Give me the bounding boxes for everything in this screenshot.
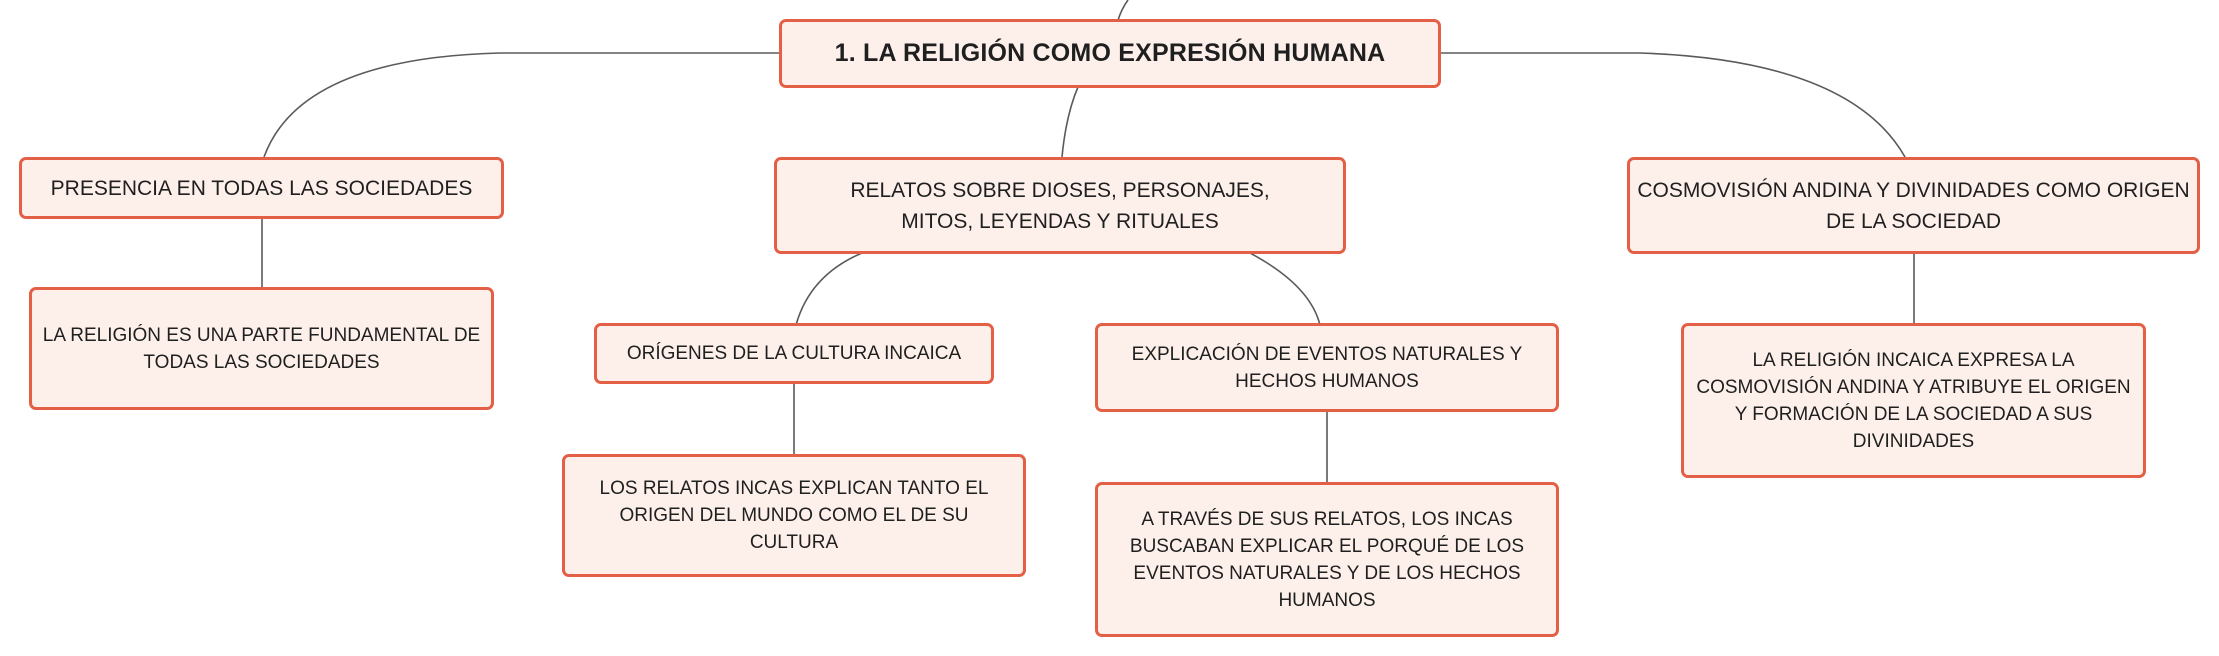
detail-relatos-incas-label: LOS RELATOS INCAS EXPLICAN TANTO EL ORIG… [599, 478, 989, 553]
subtopic-origenes-cultura-label: ORÍGENES DE LA CULTURA INCAICA [626, 343, 962, 364]
connector-root-to-relatos [1061, 86, 1079, 158]
root-topic-label: 1. LA RELIGIÓN COMO EXPRESIÓN HUMANA [834, 39, 1386, 67]
connector-root-to-presencia [263, 52, 780, 158]
subtopic-religion-incaica-label: LA RELIGIÓN INCAICA EXPRESA LA COSMOVISI… [1696, 349, 2131, 452]
subtopic-religion-fundamental[interactable]: LA RELIGIÓN ES UNA PARTE FUNDAMENTAL DE … [29, 287, 494, 410]
subtopic-explicacion-eventos-label: EXPLICACIÓN DE EVENTOS NATURALES Y HECHO… [1131, 343, 1523, 392]
connector-relatos-to-explicacion [1249, 252, 1321, 326]
topic-cosmovision[interactable]: COSMOVISIÓN ANDINA Y DIVINIDADES COMO OR… [1627, 157, 2200, 254]
detail-a-traves-relatos-label: A TRAVÉS DE SUS RELATOS, LOS INCAS BUSCA… [1129, 508, 1525, 611]
topic-cosmovision-label: COSMOVISIÓN ANDINA Y DIVINIDADES COMO OR… [1637, 178, 2190, 233]
root-topic[interactable]: 1. LA RELIGIÓN COMO EXPRESIÓN HUMANA [779, 19, 1441, 88]
topic-relatos[interactable]: RELATOS SOBRE DIOSES, PERSONAJES, MITOS,… [774, 157, 1346, 254]
subtopic-explicacion-eventos[interactable]: EXPLICACIÓN DE EVENTOS NATURALES Y HECHO… [1095, 323, 1559, 412]
connector-relatos-to-origenes [795, 252, 863, 326]
topic-relatos-label: RELATOS SOBRE DIOSES, PERSONAJES, MITOS,… [850, 178, 1270, 233]
connector-root-to-parent [1117, 0, 1129, 21]
topic-presencia[interactable]: PRESENCIA EN TODAS LAS SOCIEDADES [19, 157, 504, 219]
topic-presencia-label: PRESENCIA EN TODAS LAS SOCIEDADES [50, 176, 473, 200]
connector-root-to-cosmovision [1441, 52, 1906, 158]
subtopic-origenes-cultura[interactable]: ORÍGENES DE LA CULTURA INCAICA [594, 323, 994, 384]
subtopic-religion-incaica[interactable]: LA RELIGIÓN INCAICA EXPRESA LA COSMOVISI… [1681, 323, 2146, 478]
detail-relatos-incas[interactable]: LOS RELATOS INCAS EXPLICAN TANTO EL ORIG… [562, 454, 1026, 577]
subtopic-religion-fundamental-label: LA RELIGIÓN ES UNA PARTE FUNDAMENTAL DE … [42, 324, 481, 373]
detail-a-traves-relatos[interactable]: A TRAVÉS DE SUS RELATOS, LOS INCAS BUSCA… [1095, 482, 1559, 637]
